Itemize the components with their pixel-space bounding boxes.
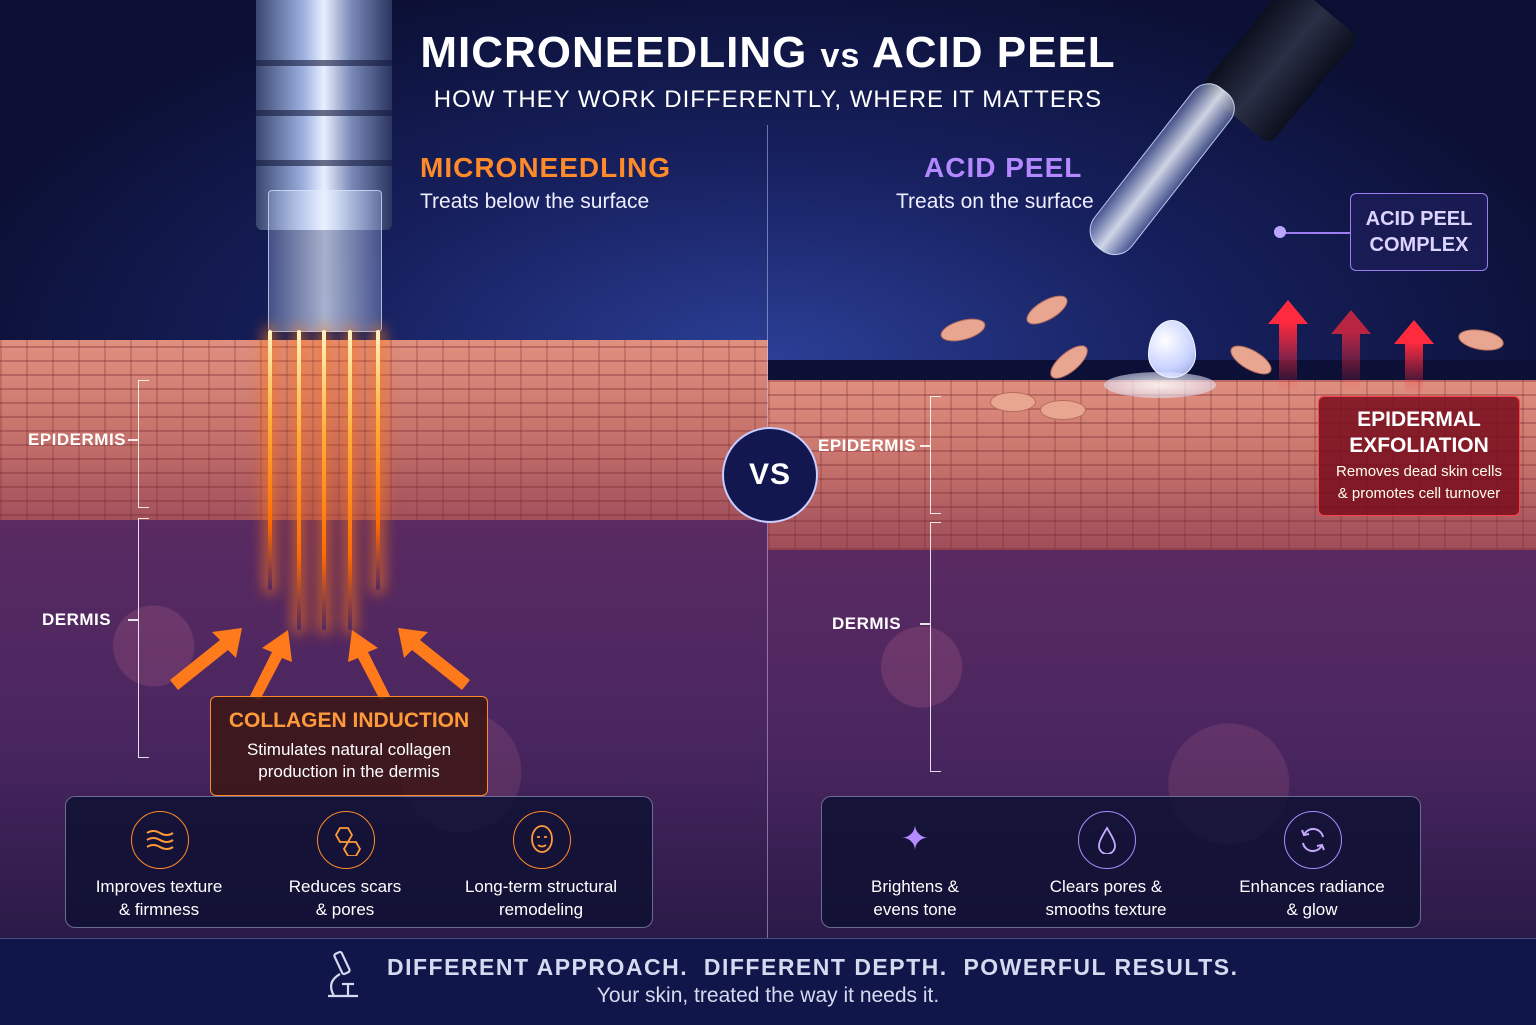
benefit-line-1: Reduces scars: [288, 877, 402, 896]
exfoliation-desc-line-1: Removes dead skin cells: [1336, 463, 1502, 480]
benefit-item: Clears pores & smooths texture: [1008, 797, 1204, 927]
red-arrow-up: [1394, 320, 1434, 394]
benefit-item: Enhances radiance & glow: [1204, 797, 1420, 927]
collagen-title: COLLAGEN INDUCTION: [228, 709, 470, 732]
needle-glow: [322, 330, 326, 630]
epidermis-label: EPIDERMIS: [818, 436, 917, 455]
collagen-callout: COLLAGEN INDUCTION Stimulates natural co…: [210, 696, 488, 796]
molecule-icon: [317, 811, 375, 869]
waves-icon: [131, 811, 189, 869]
epidermis-bracket: [930, 396, 941, 514]
pore-drop-icon: [1078, 811, 1136, 869]
benefit-line-2: & firmness: [118, 900, 200, 919]
collagen-desc-line-2: production in the dermis: [258, 762, 440, 781]
bracket-tick: [920, 445, 930, 447]
exfoliation-callout: EPIDERMAL EXFOLIATION Removes dead skin …: [1318, 396, 1520, 516]
footer-tagline: Your skin, treated the way it needs it.: [596, 984, 940, 1007]
title-part-1: MICRONEEDLING: [420, 28, 821, 77]
benefit-line-1: Improves texture: [95, 877, 223, 896]
dermis-bracket: [138, 518, 149, 758]
skin-flake: [990, 392, 1036, 412]
needle-glow: [297, 330, 301, 630]
acid-peel-title: ACID PEEL: [924, 152, 1083, 183]
benefit-line-2: evens tone: [873, 900, 957, 919]
benefit-item: Reduces scars & pores: [252, 797, 438, 927]
exfoliation-desc-line-2: & promotes cell turnover: [1337, 485, 1501, 502]
dermis-label: DERMIS: [832, 614, 902, 633]
collagen-description: Stimulates natural collagen production i…: [211, 739, 487, 783]
epidermis-label: EPIDERMIS: [28, 430, 127, 449]
collagen-desc-line-1: Stimulates natural collagen: [246, 740, 452, 759]
needle-glow: [348, 330, 352, 630]
page-title: MICRONEEDLING vs ACID PEEL: [0, 28, 1536, 78]
sparkles-icon: ✦: [900, 820, 930, 858]
footer-headline: DIFFERENT APPROACH. DIFFERENT DEPTH. POW…: [387, 954, 1239, 980]
title-vs: vs: [820, 37, 861, 75]
refresh-icon: [1284, 811, 1342, 869]
epidermis-bracket: [138, 380, 149, 508]
benefit-item: Long-term structural remodeling: [438, 797, 644, 927]
benefit-text: Reduces scars & pores: [252, 875, 438, 921]
title-part-2: ACID PEEL: [860, 28, 1116, 77]
dermis-bracket: [930, 522, 941, 772]
needle-cartridge-illustration: [268, 190, 382, 332]
benefit-line-2: & glow: [1286, 900, 1338, 919]
face-icon: [513, 811, 571, 869]
footer-bar: [0, 938, 1536, 1025]
acid-peel-subtitle: Treats on the surface: [896, 190, 1094, 213]
skin-flake: [1040, 400, 1086, 420]
bracket-tick: [920, 623, 930, 625]
needle-glow: [376, 330, 380, 590]
dermis-label: DERMIS: [42, 610, 112, 629]
benefit-line-2: remodeling: [498, 900, 584, 919]
microneedling-title: MICRONEEDLING: [420, 152, 671, 183]
bracket-tick: [128, 619, 138, 621]
exfoliation-title-line-2: EXFOLIATION: [1349, 434, 1489, 457]
benefit-line-2: & pores: [315, 900, 375, 919]
red-arrow-up: [1268, 300, 1308, 392]
red-arrow-up: [1331, 310, 1371, 392]
collagen-arrows: [170, 628, 470, 700]
benefit-text: Long-term structural remodeling: [438, 875, 644, 921]
benefit-item: ✦ Brightens & evens tone: [822, 797, 1008, 927]
bracket-tick: [128, 439, 138, 441]
vs-badge: VS: [722, 427, 818, 523]
callout-dot: [1274, 226, 1286, 238]
exfoliation-title: EPIDERMAL EXFOLIATION: [1319, 407, 1519, 459]
acid-puddle: [1104, 372, 1216, 398]
complex-label-line-2: COMPLEX: [1369, 234, 1469, 256]
benefit-line-1: Brightens &: [871, 877, 959, 896]
callout-line: [1280, 232, 1350, 234]
acid-peel-complex-label: ACID PEEL COMPLEX: [1350, 193, 1488, 271]
benefit-text: Improves texture & firmness: [66, 875, 252, 921]
needle-glow: [268, 330, 272, 590]
benefit-line-1: Enhances radiance: [1239, 877, 1385, 896]
microneedling-subtitle: Treats below the surface: [420, 190, 650, 213]
microscope-icon: [320, 948, 364, 1004]
benefit-text: Brightens & evens tone: [822, 875, 1008, 921]
benefit-line-2: smooths texture: [1045, 900, 1167, 919]
benefit-line-1: Clears pores &: [1049, 877, 1163, 896]
complex-label-line-1: ACID PEEL: [1365, 208, 1473, 230]
epidermis-layer: [0, 340, 768, 530]
benefit-text: Enhances radiance & glow: [1204, 875, 1420, 921]
microneedling-benefits-panel: Improves texture & firmness Reduces scar…: [65, 796, 653, 928]
exfoliation-title-line-1: EPIDERMAL: [1357, 408, 1481, 431]
benefit-text: Clears pores & smooths texture: [1008, 875, 1204, 921]
benefit-line-1: Long-term structural: [464, 877, 618, 896]
acid-peel-benefits-panel: ✦ Brightens & evens tone Clears pores & …: [821, 796, 1421, 928]
center-divider: [767, 125, 768, 940]
exfoliation-description: Removes dead skin cells & promotes cell …: [1319, 461, 1519, 505]
page-subtitle: HOW THEY WORK DIFFERENTLY, WHERE IT MATT…: [433, 86, 1103, 113]
benefit-item: Improves texture & firmness: [66, 797, 252, 927]
